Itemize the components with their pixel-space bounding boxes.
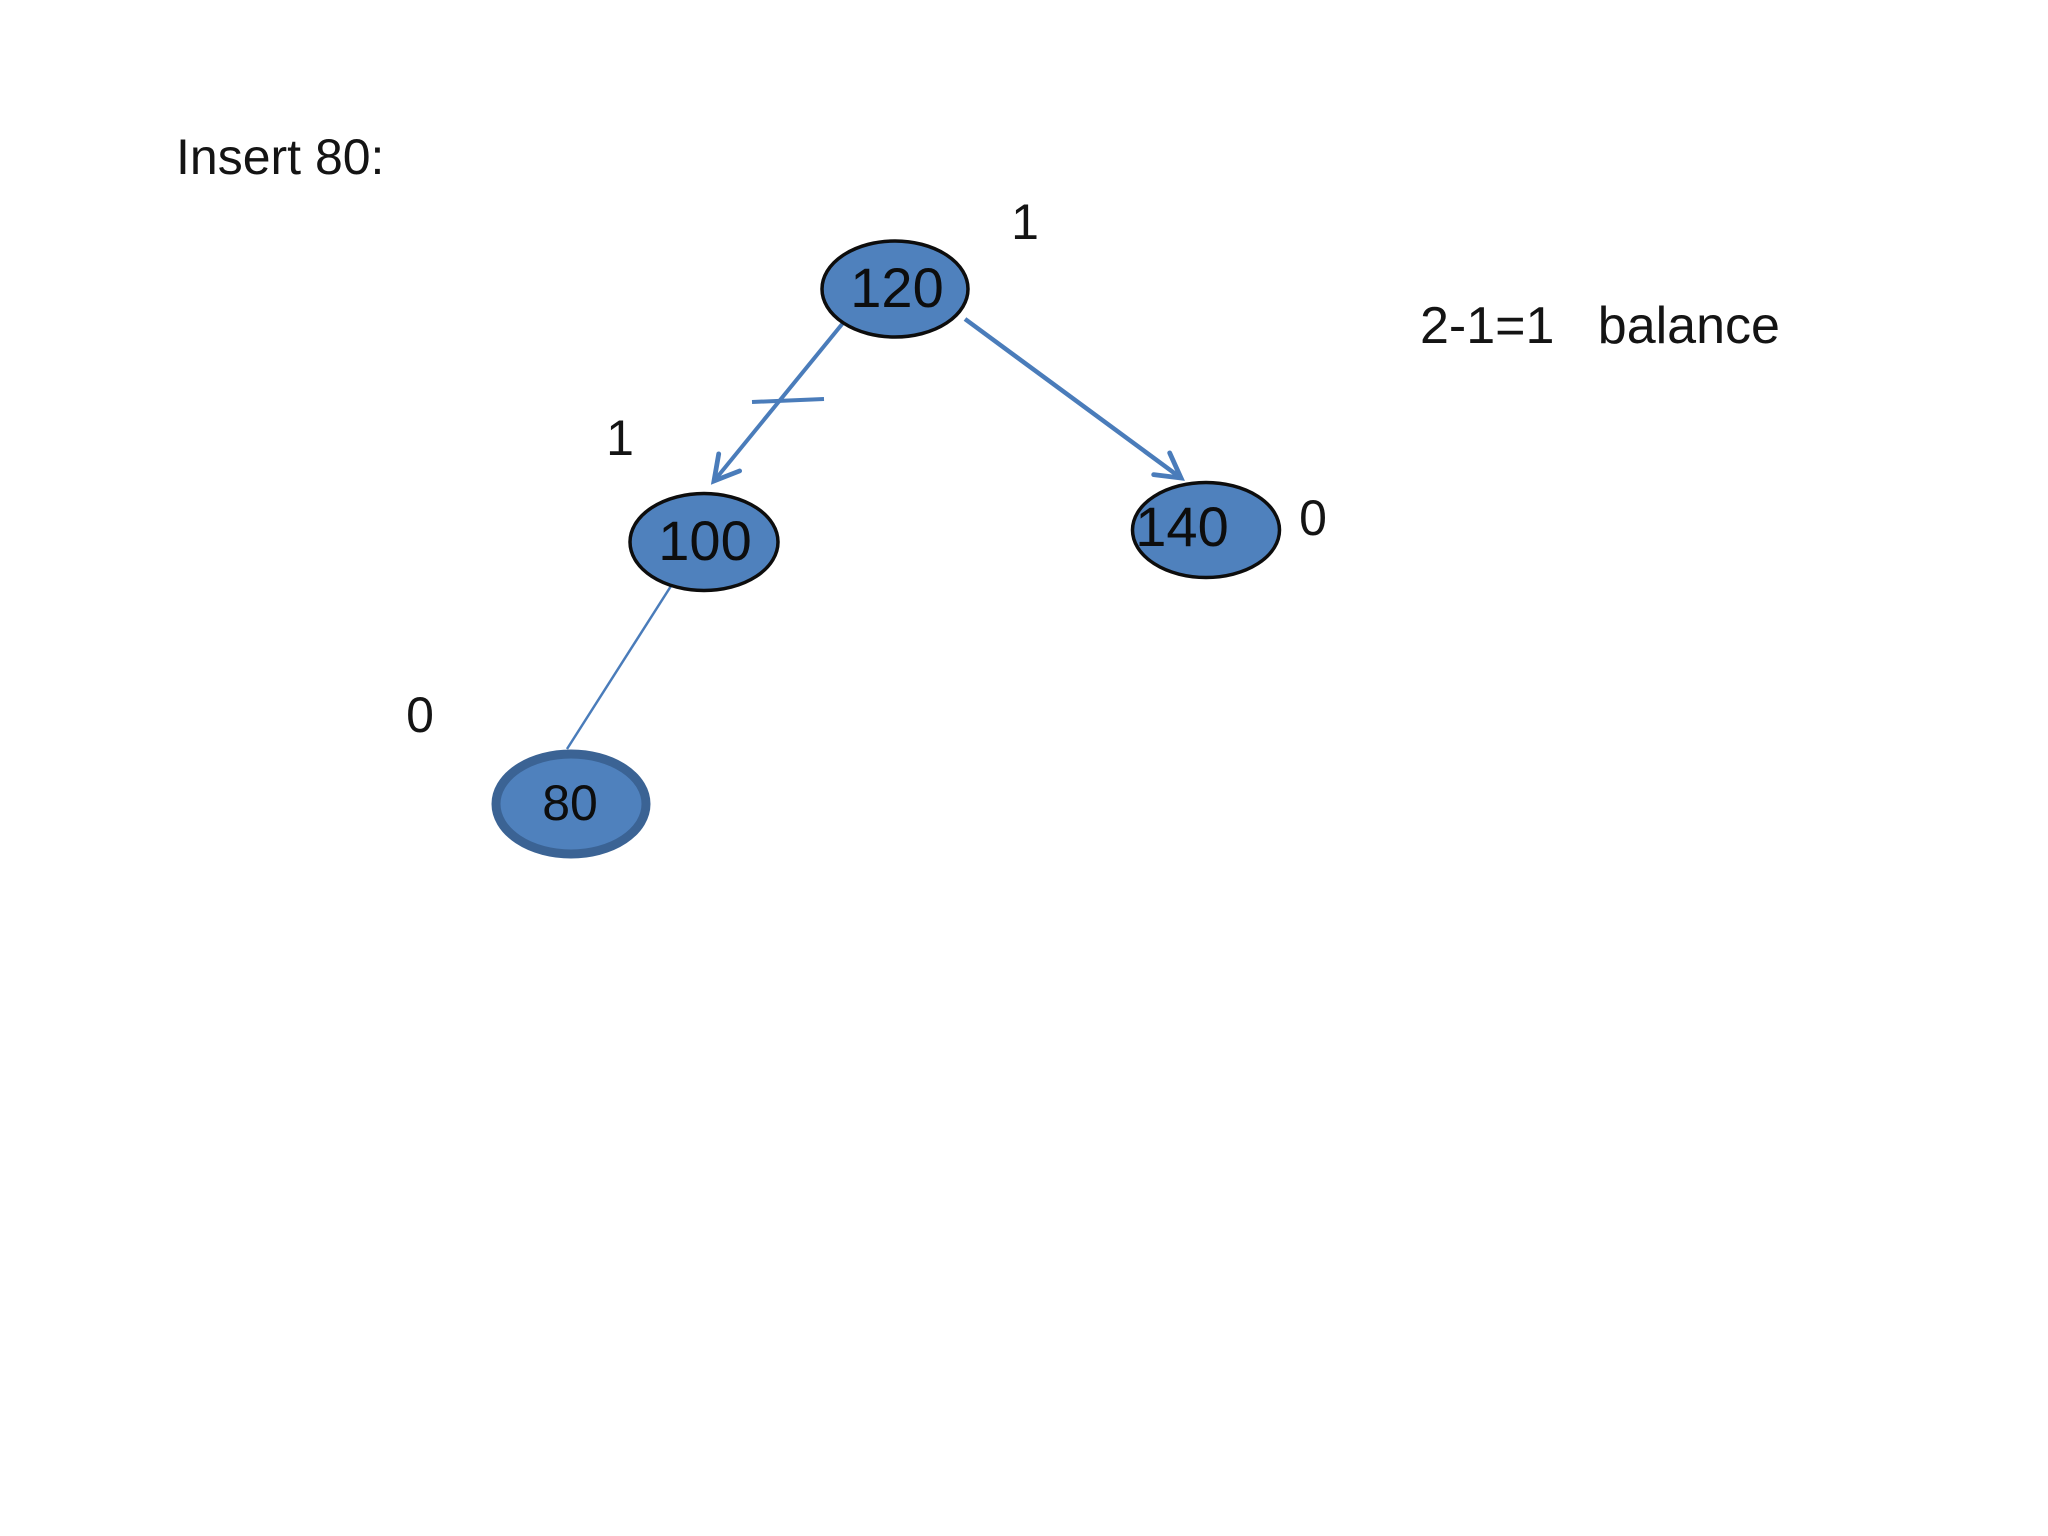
edge-120-to-140 — [963, 317, 1185, 481]
edge-tick-mark — [751, 397, 825, 404]
balance-factor-120: 1 — [1011, 194, 1039, 250]
node-100-ellipse — [628, 491, 780, 593]
balance-factor-140: 0 — [1299, 490, 1327, 546]
node-140-ellipse — [1130, 480, 1282, 580]
balance-annotation: 2-1=1 balance — [1420, 297, 1780, 355]
balance-factor-100: 1 — [606, 410, 634, 466]
node-120-ellipse — [820, 239, 970, 339]
balance-factor-80: 0 — [406, 687, 434, 743]
node-100-label: 100 — [658, 508, 752, 572]
node-140-label: 140 — [1135, 494, 1229, 558]
node-80-ellipse — [491, 749, 651, 859]
edge-100-to-80 — [565, 585, 673, 750]
node-80-label: 80 — [542, 775, 598, 831]
node-120-label: 120 — [850, 255, 944, 319]
slide-title: Insert 80: — [176, 129, 385, 185]
